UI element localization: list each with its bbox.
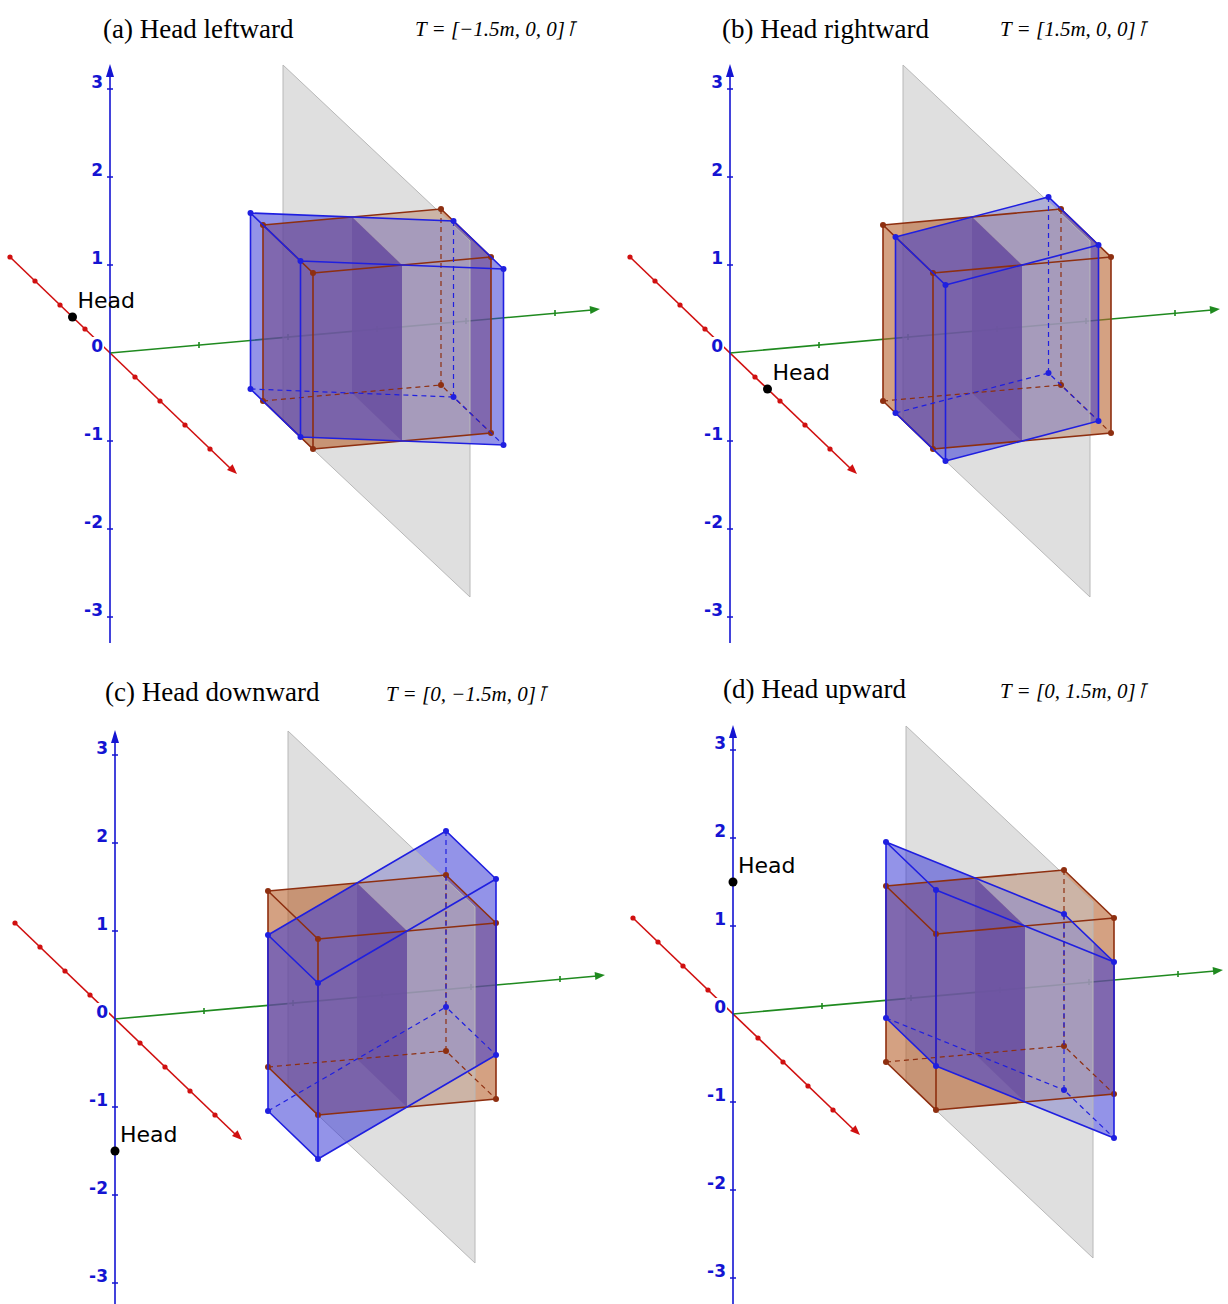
head-label: Head xyxy=(773,360,831,385)
perceived-box-vertices xyxy=(883,839,1117,1141)
translation-formula: T = [1.5m, 0, 0]⊺ xyxy=(1000,17,1147,41)
head-dot xyxy=(763,385,772,394)
axis-tick-label: 0 xyxy=(95,1003,109,1023)
perceived-box-vertices xyxy=(248,210,507,448)
axis-tick-label: 1 xyxy=(90,249,104,269)
real-box-edges xyxy=(883,867,1117,1113)
axis-tick-label: -1 xyxy=(88,1091,109,1111)
perceived-box-edge xyxy=(268,831,496,1159)
axis-tick-label: -3 xyxy=(703,601,724,621)
axis-tick-label: 2 xyxy=(95,827,109,847)
translation-formula: T = [0, −1.5m, 0]⊺ xyxy=(386,682,547,706)
axis-tick-label: 0 xyxy=(713,998,727,1018)
perceived-box-vertices xyxy=(265,828,499,1162)
perceived-box-hidden-edge xyxy=(886,914,1114,1138)
axis-tick-label: -2 xyxy=(703,513,724,533)
panel-a-figure xyxy=(7,64,600,643)
panel-title: (c) Head downward xyxy=(105,677,319,708)
panel-c-figure xyxy=(12,730,605,1304)
panel-title: (b) Head rightward xyxy=(722,14,929,45)
axis-tick-label: 3 xyxy=(713,734,727,754)
real-box-edges xyxy=(265,872,499,1118)
axis-tick-label: -1 xyxy=(703,425,724,445)
perceived-box-fill xyxy=(886,842,1025,1102)
axis-tick-label: -3 xyxy=(83,601,104,621)
axis-tick-label: 1 xyxy=(95,915,109,935)
panel-d-figure xyxy=(630,725,1223,1304)
panel-b-figure xyxy=(627,64,1220,643)
axis-tick-label: 3 xyxy=(710,73,724,93)
axis-tick-label: 3 xyxy=(90,73,104,93)
panel-title: (d) Head upward xyxy=(723,674,906,705)
axis-tick-label: -2 xyxy=(706,1174,727,1194)
axis-tick-label: -3 xyxy=(706,1262,727,1282)
perceived-box-hidden-edge xyxy=(896,197,1099,421)
perceived-box-vertices xyxy=(893,194,1102,464)
real-box-edges xyxy=(880,206,1114,452)
perceived-box-fill xyxy=(896,217,1023,461)
axis-tick-label: 2 xyxy=(713,822,727,842)
perceived-box-fill xyxy=(268,883,407,1159)
axis-tick-label: 0 xyxy=(90,337,104,357)
axis-tick-label: 0 xyxy=(710,337,724,357)
axis-tick-label: 3 xyxy=(95,739,109,759)
coordinate-axes xyxy=(7,64,600,643)
panel-title: (a) Head leftward xyxy=(103,14,293,45)
axis-tick-label: 2 xyxy=(710,161,724,181)
axis-tick-label: -2 xyxy=(88,1179,109,1199)
coordinate-axes xyxy=(12,730,605,1304)
translation-formula: T = [−1.5m, 0, 0]⊺ xyxy=(415,17,576,41)
real-box-edges xyxy=(260,206,494,452)
head-label: Head xyxy=(738,853,796,878)
perceived-box-edge xyxy=(896,197,1099,461)
head-label: Head xyxy=(120,1122,178,1147)
head-dot xyxy=(729,878,738,887)
coordinate-axes xyxy=(627,64,1220,643)
head-label: Head xyxy=(78,288,136,313)
translation-formula: T = [0, 1.5m, 0]⊺ xyxy=(1000,679,1147,703)
perceived-box-hidden-edge xyxy=(251,221,504,445)
perceived-box-edge xyxy=(886,842,1114,1138)
axis-tick-label: -2 xyxy=(83,513,104,533)
axis-tick-label: 1 xyxy=(710,249,724,269)
perceived-box-fill xyxy=(251,213,403,441)
perceived-box-hidden-edge xyxy=(268,831,496,1111)
axis-tick-label: -1 xyxy=(83,425,104,445)
perceived-box-edge xyxy=(251,213,504,445)
axis-tick-label: -3 xyxy=(88,1267,109,1287)
coordinate-axes xyxy=(630,725,1223,1304)
head-dot xyxy=(111,1147,120,1156)
axis-tick-label: 2 xyxy=(90,161,104,181)
axis-tick-label: 1 xyxy=(713,910,727,930)
head-dot xyxy=(68,313,77,322)
axis-tick-label: -1 xyxy=(706,1086,727,1106)
